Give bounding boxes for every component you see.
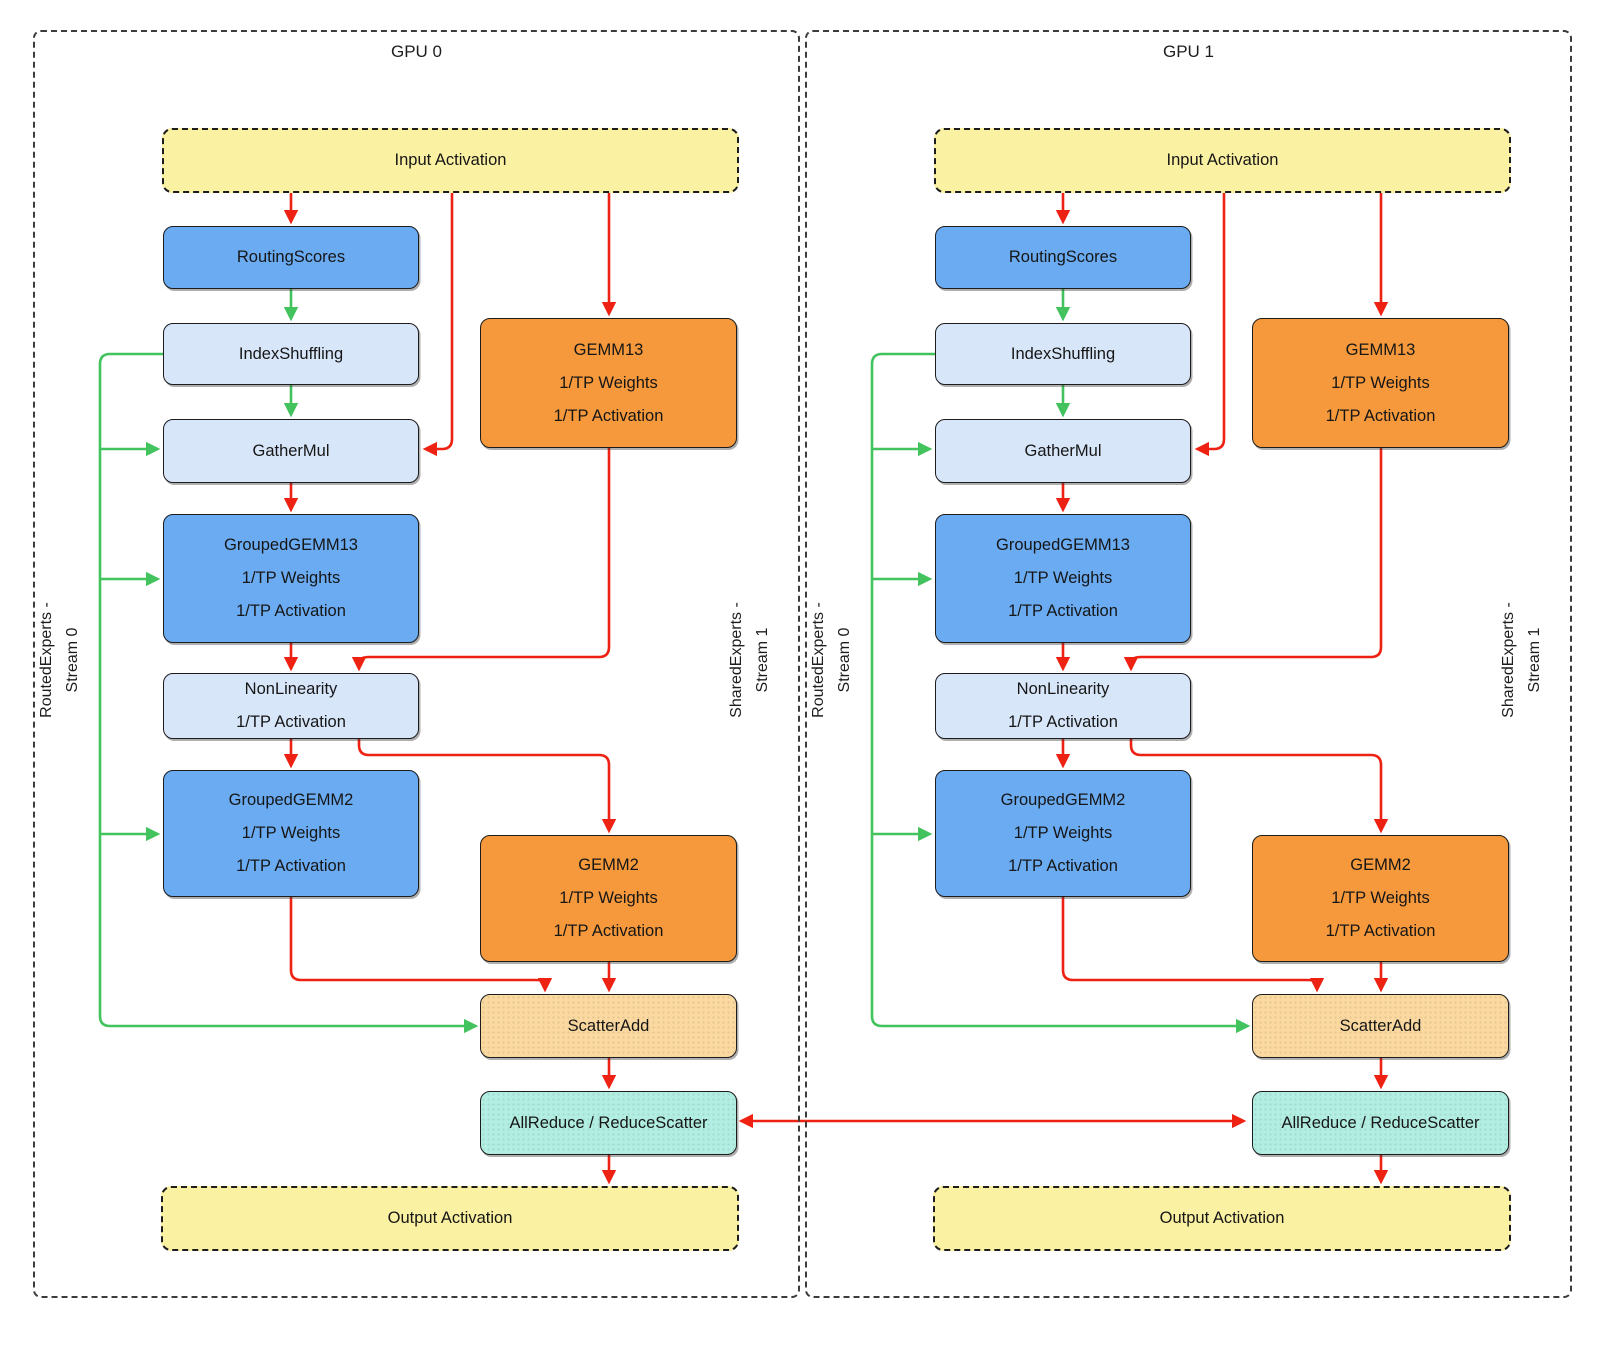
node-label: ScatterAdd <box>1339 1016 1422 1035</box>
node-label: Input Activation <box>1166 151 1279 169</box>
gpu1-routed-experts-stream-label: RoutedExperts - Stream 0 <box>806 530 858 790</box>
non-linearity-node: NonLinearity 1/TP Activation <box>935 673 1191 739</box>
vlabel-line: Stream 1 <box>1526 627 1543 693</box>
gpu1-panel: GPU 1 RoutedExperts - Stream 0 SharedExp… <box>805 30 1572 1298</box>
node-label: RoutingScores <box>236 248 346 266</box>
gather-mul-node: GatherMul <box>935 419 1191 483</box>
node-label: 1/TP Weights <box>1331 373 1430 392</box>
node-label: NonLinearity <box>1016 680 1110 698</box>
input-activation-node: Input Activation <box>934 128 1511 193</box>
gpu1-title: GPU 1 <box>1162 42 1215 61</box>
vlabel-line: RoutedExperts - <box>38 602 55 718</box>
node-label: IndexShuffling <box>1010 344 1116 363</box>
gemm13-node: GEMM13 1/TP Weights 1/TP Activation <box>480 318 737 448</box>
all-reduce-node: AllReduce / ReduceScatter <box>480 1091 737 1155</box>
node-label: 1/TP Weights <box>1331 889 1430 907</box>
scatter-add-node: ScatterAdd <box>1252 994 1509 1058</box>
vlabel-line: Stream 0 <box>836 627 853 693</box>
node-label: ScatterAdd <box>567 1016 650 1035</box>
node-label: 1/TP Activation <box>1008 857 1118 875</box>
node-label: 1/TP Weights <box>559 889 658 907</box>
index-shuffling-node: IndexShuffling <box>163 323 419 385</box>
red-arrow-input-to-gathermul <box>1194 193 1226 457</box>
grouped-gemm2-node: GroupedGEMM2 1/TP Weights 1/TP Activatio… <box>163 770 419 897</box>
node-label: 1/TP Weights <box>1013 824 1113 842</box>
node-label: AllReduce / ReduceScatter <box>1281 1113 1480 1132</box>
node-label: Input Activation <box>394 151 507 169</box>
node-label: GroupedGEMM2 <box>1000 791 1126 809</box>
node-label: 1/TP Activation <box>1325 922 1436 940</box>
node-label: IndexShuffling <box>238 344 344 363</box>
node-label: GEMM2 <box>1350 856 1411 874</box>
node-label: GatherMul <box>1024 441 1102 460</box>
node-label: GEMM13 <box>1345 340 1416 359</box>
grouped-gemm13-node: GroupedGEMM13 1/TP Weights 1/TP Activati… <box>935 514 1191 643</box>
node-label: 1/TP Activation <box>553 406 664 425</box>
gpu0-routed-experts-stream-label: RoutedExperts - Stream 0 <box>34 530 86 790</box>
vlabel-line: Stream 1 <box>754 627 771 693</box>
node-label: 1/TP Activation <box>1008 602 1118 620</box>
gather-mul-node: GatherMul <box>163 419 419 483</box>
routing-scores-node: RoutingScores <box>163 226 419 289</box>
gemm13-node: GEMM13 1/TP Weights 1/TP Activation <box>1252 318 1509 448</box>
vlabel-line: Stream 0 <box>64 627 81 693</box>
node-label: GEMM2 <box>578 856 639 874</box>
node-label: GEMM13 <box>573 340 644 359</box>
red-arrow-input-to-gathermul <box>422 193 454 457</box>
node-label: 1/TP Activation <box>553 922 664 940</box>
node-label: GroupedGEMM13 <box>224 536 358 554</box>
non-linearity-node: NonLinearity 1/TP Activation <box>163 673 419 739</box>
node-label: 1/TP Activation <box>1008 713 1118 731</box>
node-label: 1/TP Weights <box>241 824 341 842</box>
scatter-add-node: ScatterAdd <box>480 994 737 1058</box>
node-label: 1/TP Weights <box>559 373 658 392</box>
node-label: 1/TP Activation <box>1325 406 1436 425</box>
gpu0-panel: GPU 0 RoutedExperts - Stream 0 SharedExp… <box>33 30 800 1298</box>
routing-scores-node: RoutingScores <box>935 226 1191 289</box>
node-label: 1/TP Activation <box>236 713 346 731</box>
all-reduce-node: AllReduce / ReduceScatter <box>1252 1091 1509 1155</box>
node-label: 1/TP Activation <box>236 857 346 875</box>
node-label: RoutingScores <box>1008 248 1118 266</box>
node-label: GatherMul <box>252 441 330 460</box>
output-activation-node: Output Activation <box>161 1186 739 1251</box>
gemm2-node: GEMM2 1/TP Weights 1/TP Activation <box>1252 835 1509 962</box>
input-activation-node: Input Activation <box>162 128 739 193</box>
vlabel-line: SharedExperts - <box>1500 602 1517 718</box>
gpu0-shared-experts-stream-label: SharedExperts - Stream 1 <box>724 530 776 790</box>
node-label: GroupedGEMM13 <box>996 536 1130 554</box>
node-label: 1/TP Weights <box>1013 569 1113 587</box>
vlabel-line: RoutedExperts - <box>810 602 827 718</box>
grouped-gemm2-node: GroupedGEMM2 1/TP Weights 1/TP Activatio… <box>935 770 1191 897</box>
node-label: GroupedGEMM2 <box>228 791 354 809</box>
gemm2-node: GEMM2 1/TP Weights 1/TP Activation <box>480 835 737 962</box>
node-label: NonLinearity <box>244 680 338 698</box>
gpu0-title: GPU 0 <box>390 42 443 61</box>
node-label: 1/TP Activation <box>236 602 346 620</box>
output-activation-node: Output Activation <box>933 1186 1511 1251</box>
node-label: Output Activation <box>1159 1209 1285 1227</box>
node-label: 1/TP Weights <box>241 569 341 587</box>
node-label: AllReduce / ReduceScatter <box>509 1113 708 1132</box>
grouped-gemm13-node: GroupedGEMM13 1/TP Weights 1/TP Activati… <box>163 514 419 643</box>
index-shuffling-node: IndexShuffling <box>935 323 1191 385</box>
gpu1-shared-experts-stream-label: SharedExperts - Stream 1 <box>1496 530 1548 790</box>
vlabel-line: SharedExperts - <box>728 602 745 718</box>
node-label: Output Activation <box>387 1209 513 1227</box>
